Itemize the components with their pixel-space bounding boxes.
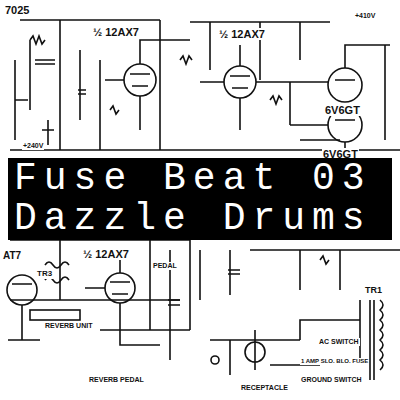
schematic-label: PEDAL [152, 262, 178, 270]
schematic-label: ½ 12AX7 [82, 248, 130, 260]
schematic-label: REVERB PEDAL [88, 376, 145, 384]
schematic-label: GROUND SWITCH [300, 376, 363, 384]
schematic-label: ½ 12AX7 [92, 26, 140, 38]
schematic-label: 6V6GT [324, 104, 361, 116]
schematic-label: TR3 [36, 270, 53, 279]
title-text: Dazzle Drums [14, 199, 386, 239]
schematic-label: REVERB UNIT [44, 322, 93, 330]
schematic-label: +240V [22, 142, 44, 150]
schematic-label: +410V [354, 12, 376, 20]
schematic-label: ½ 12AX7 [218, 28, 266, 40]
schematic-label: TR1 [364, 286, 383, 296]
schematic-label: RECEPTACLE [240, 384, 289, 392]
schematic-label: AC SWITCH [318, 338, 360, 346]
title-band: Fuse Beat 03Dazzle Drums [8, 158, 392, 240]
schematic-label: 1 AMP SLO. BLO. FUSE [300, 358, 369, 365]
title-text: Fuse Beat 03 [14, 159, 386, 199]
schematic-label: AT7 [2, 250, 22, 261]
schematic-label: 7025 [4, 4, 30, 16]
